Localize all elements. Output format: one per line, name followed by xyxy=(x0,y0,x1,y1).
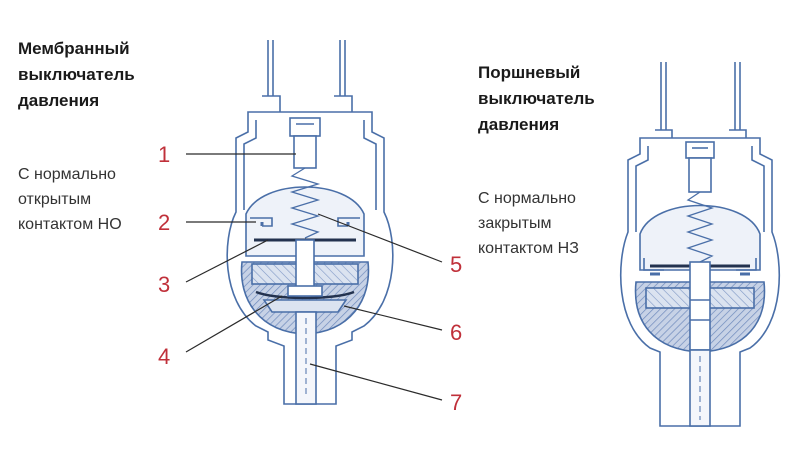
spring xyxy=(289,167,321,239)
contact-chamber xyxy=(639,204,761,271)
callout-5: 5 xyxy=(450,252,462,277)
seal xyxy=(262,299,348,313)
subtitle-line: контактом НО xyxy=(18,216,122,233)
piston-switch-subtitle: С нормально закрытым контактом НЗ xyxy=(478,186,579,261)
title-line: Поршневый xyxy=(478,63,581,82)
subtitle-line: закрытым xyxy=(478,215,552,232)
title-line: Мембранный xyxy=(18,39,130,58)
callout-3: 3 xyxy=(158,272,170,297)
adjusting-screw xyxy=(685,141,715,193)
subtitle-line: контактом НЗ xyxy=(478,240,579,257)
callout-6: 6 xyxy=(450,320,462,345)
housing-outline xyxy=(226,111,394,405)
membrane-switch-subtitle: С нормально открытым контактом НО xyxy=(18,162,122,237)
pressure-port xyxy=(295,311,317,405)
membrane-switch-title: Мембранный выключатель давления xyxy=(18,36,135,114)
piston-stem xyxy=(689,261,711,351)
callout-leaders xyxy=(185,153,443,401)
membrane-switch-drawing xyxy=(226,40,394,405)
title-line: давления xyxy=(478,115,560,134)
adjusting-screw xyxy=(289,117,321,169)
piston-switch-title: Поршневый выключатель давления xyxy=(478,60,595,138)
housing-outline xyxy=(620,137,780,427)
piston-switch-drawing xyxy=(620,62,780,427)
pressure-port xyxy=(689,349,711,427)
spring xyxy=(685,191,715,263)
callout-numbers: 1 2 3 4 5 6 7 xyxy=(158,142,462,415)
title-line: давления xyxy=(18,91,100,110)
membrane xyxy=(255,290,355,300)
callout-4: 4 xyxy=(158,344,170,369)
terminal-pins xyxy=(655,62,747,138)
electrical-contacts xyxy=(643,258,757,276)
callout-2: 2 xyxy=(158,210,170,235)
title-line: выключатель xyxy=(478,89,595,108)
callout-7: 7 xyxy=(450,390,462,415)
subtitle-line: открытым xyxy=(18,191,92,208)
plunger-stem xyxy=(295,239,315,289)
title-line: выключатель xyxy=(18,65,135,84)
subtitle-line: С нормально xyxy=(478,190,576,207)
callout-1: 1 xyxy=(158,142,170,167)
subtitle-line: С нормально xyxy=(18,166,116,183)
terminal-pins xyxy=(262,40,353,112)
